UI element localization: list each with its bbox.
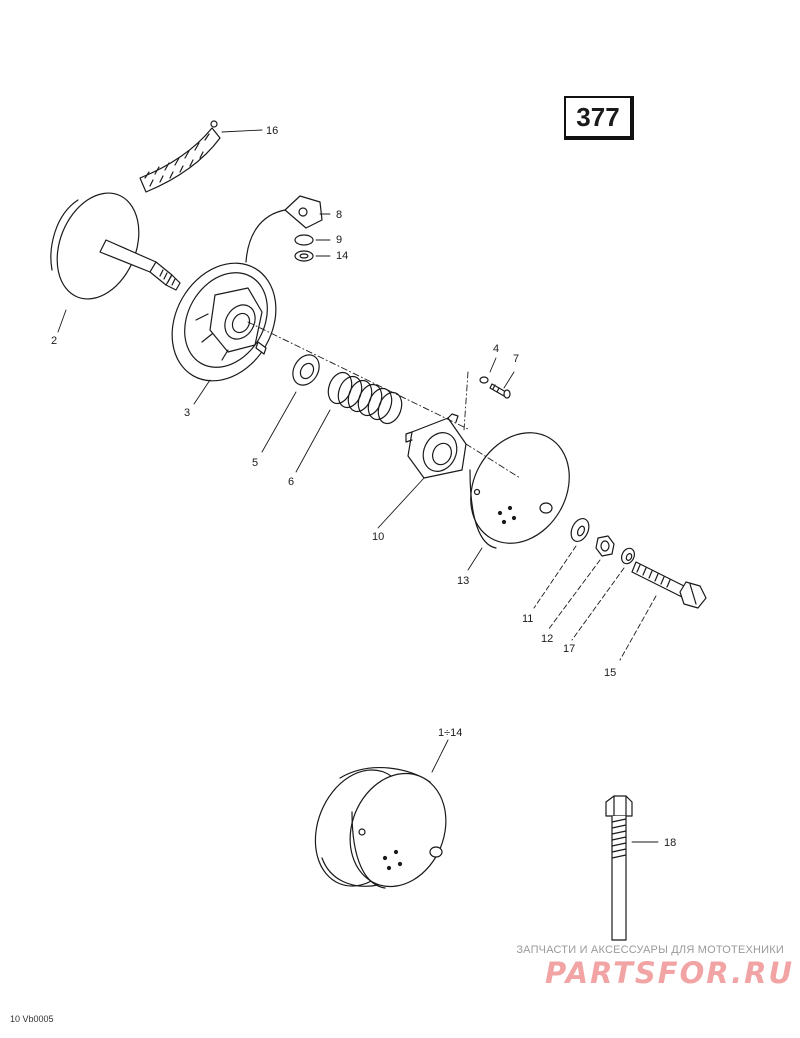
watermark-tagline: ЗАПЧАСТИ И АКСЕССУАРЫ ДЛЯ МОТОТЕХНИКИ: [516, 944, 784, 956]
callout-16: 16: [266, 125, 278, 137]
callout-17: 17: [563, 643, 575, 655]
callout-12: 12: [541, 633, 553, 645]
part-15-bolt: [631, 561, 707, 609]
assembly-1-14: [314, 767, 447, 889]
page-number-badge: 377: [564, 96, 634, 140]
callout-8: 8: [336, 209, 342, 221]
part-8-slider: [245, 195, 323, 263]
callout-14: 14: [336, 250, 348, 262]
part-13-cover: [469, 432, 570, 549]
callout-13: 13: [457, 575, 469, 587]
callout-18: 18: [664, 837, 676, 849]
callout-2: 2: [51, 335, 57, 347]
part-12-nut: [595, 535, 615, 557]
part-16-spring-strip: [139, 120, 221, 193]
figure-code: 10 Vb0005: [10, 1014, 54, 1024]
leader-lines: [57, 129, 659, 843]
part-9-washer: [294, 234, 314, 246]
callout-5: 5: [252, 457, 258, 469]
assembly-axis-lines: [247, 321, 521, 479]
callout-6: 6: [288, 476, 294, 488]
part-18-long-bolt: [605, 795, 633, 941]
callout-1-14: 1÷14: [438, 727, 462, 739]
part-17-washer: [620, 547, 636, 565]
part-4-washer: [479, 376, 489, 384]
watermark-brand: PARTSFOR.RU: [545, 956, 794, 990]
page-number: 377: [576, 101, 620, 132]
callout-15: 15: [604, 667, 616, 679]
callout-7: 7: [513, 353, 519, 365]
part-5-ring: [292, 354, 320, 386]
part-7-screw: [489, 383, 511, 399]
part-11-washer: [570, 518, 590, 542]
callout-9: 9: [336, 234, 342, 246]
part-10-cam: [405, 413, 467, 479]
callout-10: 10: [372, 531, 384, 543]
callout-3: 3: [184, 407, 190, 419]
callout-11: 11: [522, 613, 533, 625]
part-3-movable-sheave: [171, 262, 277, 382]
callout-4: 4: [493, 343, 499, 355]
part-6-spring: [327, 371, 403, 425]
part-14-washer: [294, 250, 314, 262]
part-2-fixed-sheave: [50, 192, 181, 300]
